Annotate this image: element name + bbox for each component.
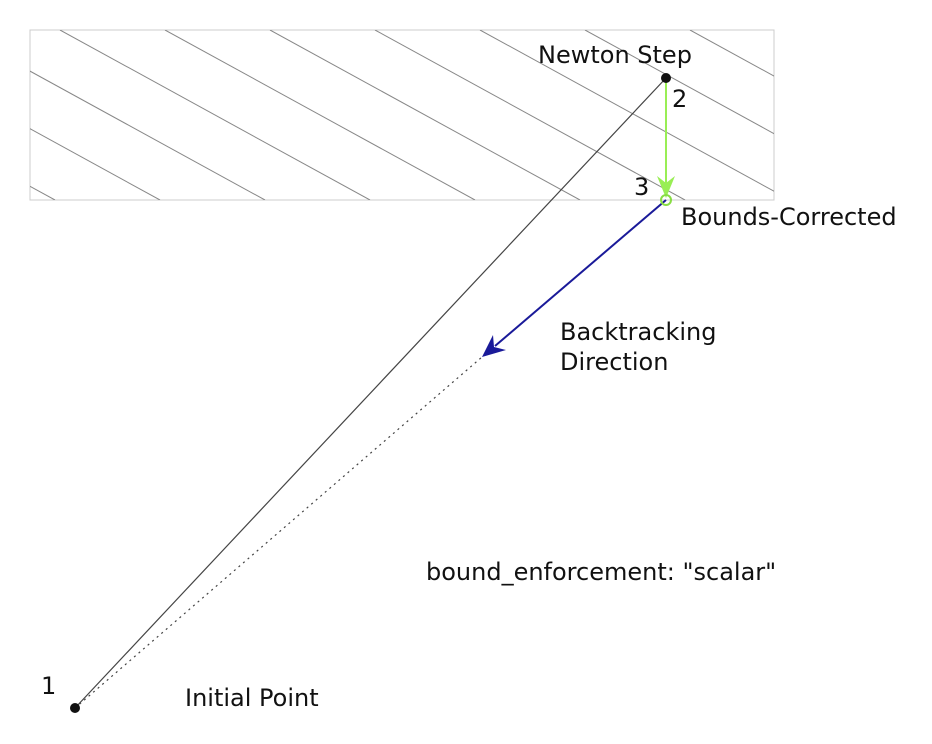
point-2-label: 2: [672, 85, 688, 113]
hatch-lines: [30, 30, 932, 200]
hatch-line: [30, 128, 161, 200]
backtrack-path-dotted: [74, 356, 483, 709]
hatch-line: [59, 30, 371, 200]
newton-step-label: Newton Step: [538, 41, 692, 69]
hatch-line: [269, 30, 581, 200]
backtrack-arrow-shaft: [494, 199, 667, 347]
hatch-line: [795, 30, 932, 200]
point-3-label: 3: [634, 173, 650, 201]
hatch-line: [374, 30, 686, 200]
backtrack-arrowhead: [482, 335, 506, 357]
bounds-corrected-label: Bounds-Corrected: [681, 203, 897, 231]
infeasible-region: [29, 29, 932, 201]
backtracking-direction-arrow: [482, 199, 667, 357]
correction-arrowhead: [657, 176, 675, 198]
initial-point-label: Initial Point: [185, 684, 319, 712]
newton-step-marker: [661, 73, 671, 83]
infeasible-region-border: [29, 29, 775, 201]
bound-enforcement-mode-label: bound_enforcement: "scalar": [426, 558, 777, 586]
backtracking-label-line1: Backtracking: [560, 318, 717, 346]
hatch-line: [689, 30, 774, 77]
initial-point-marker: [70, 703, 80, 713]
hatch-line: [30, 185, 56, 200]
hatch-line: [164, 30, 476, 200]
newton-step-line: [74, 77, 667, 709]
hatch-line: [479, 30, 774, 192]
hatch-line: [584, 30, 774, 135]
backtracking-label-line2: Direction: [560, 348, 669, 376]
point-1-label: 1: [41, 672, 57, 700]
bounds-corrected-marker: [660, 194, 672, 206]
bounds-correction-arrow: [657, 78, 675, 198]
hatch-line: [30, 70, 266, 200]
